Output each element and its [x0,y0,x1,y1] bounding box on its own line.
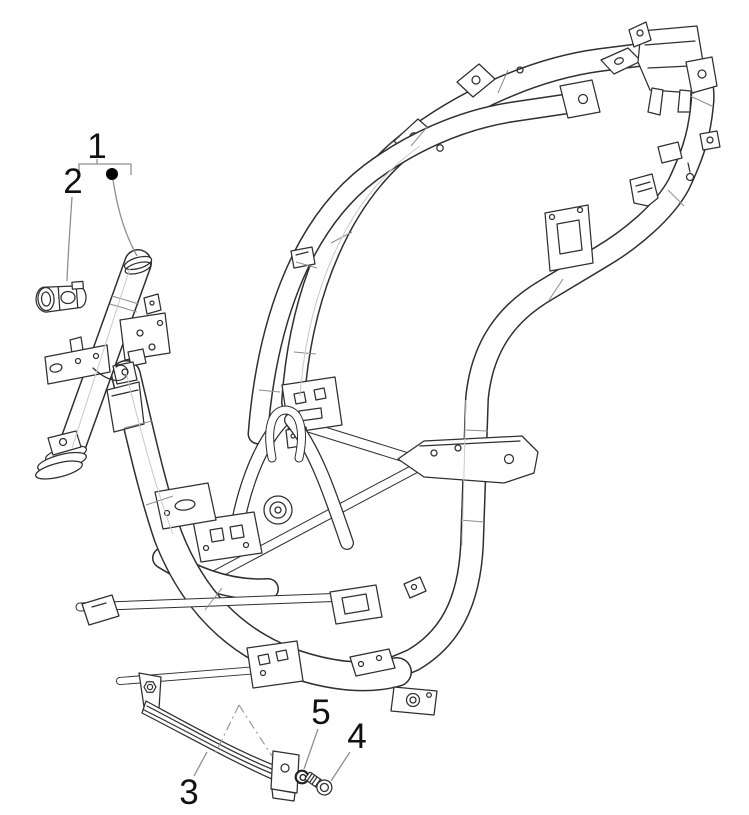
swingarm-pivot [263,495,293,525]
callout-5-leader [303,728,319,770]
callout-1: 1 [78,127,138,257]
frame-drawing [35,21,721,716]
callout-1-dot [106,168,118,180]
callout-1-bracket [78,159,132,176]
callout-3-label: 3 [179,773,198,812]
center-lower-brackets [154,482,263,563]
bushing-part [35,280,87,313]
screw-part [304,771,333,796]
tube-seams [71,69,713,611]
callout-4-label: 4 [347,717,366,756]
callout-4: 4 [330,717,367,782]
callout-1-label: 1 [87,127,106,166]
callout-3: 3 [179,751,208,812]
callout-5-label: 5 [311,693,330,732]
crossbar-part [138,672,300,802]
seat-rail [200,421,539,583]
callout-5: 5 [303,693,331,770]
callout-4-leader [330,751,351,782]
floor-tubes [80,375,438,716]
callout-2: 2 [63,162,83,282]
callout-1-leader [112,179,138,257]
callout-3-leader [193,751,208,777]
steering-tube [35,254,171,480]
rear-loop-tube [293,53,703,671]
callout-2-leader [66,196,73,282]
callout-2-label: 2 [63,162,82,201]
